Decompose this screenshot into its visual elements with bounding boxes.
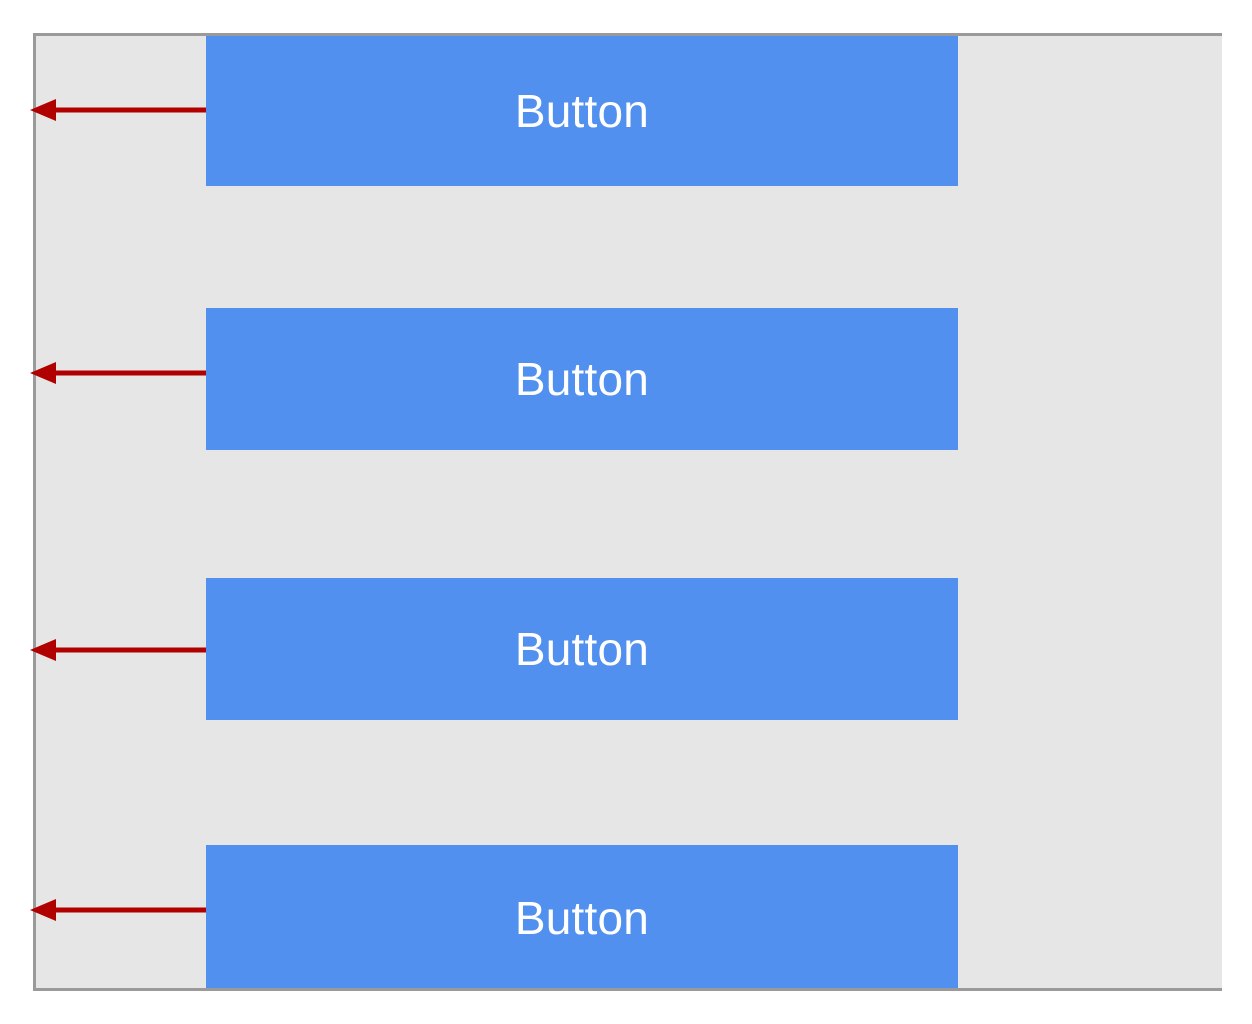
button-3-label: Button [514,623,650,675]
button-2-label: Button [514,353,650,405]
button-1[interactable]: Button [206,36,958,186]
button-1-label: Button [514,85,650,137]
button-4-label: Button [514,892,650,944]
button-4[interactable]: Button [206,845,958,988]
button-list-container: Button Button Button Button [33,33,1222,991]
button-2[interactable]: Button [206,308,958,450]
button-3[interactable]: Button [206,578,958,720]
